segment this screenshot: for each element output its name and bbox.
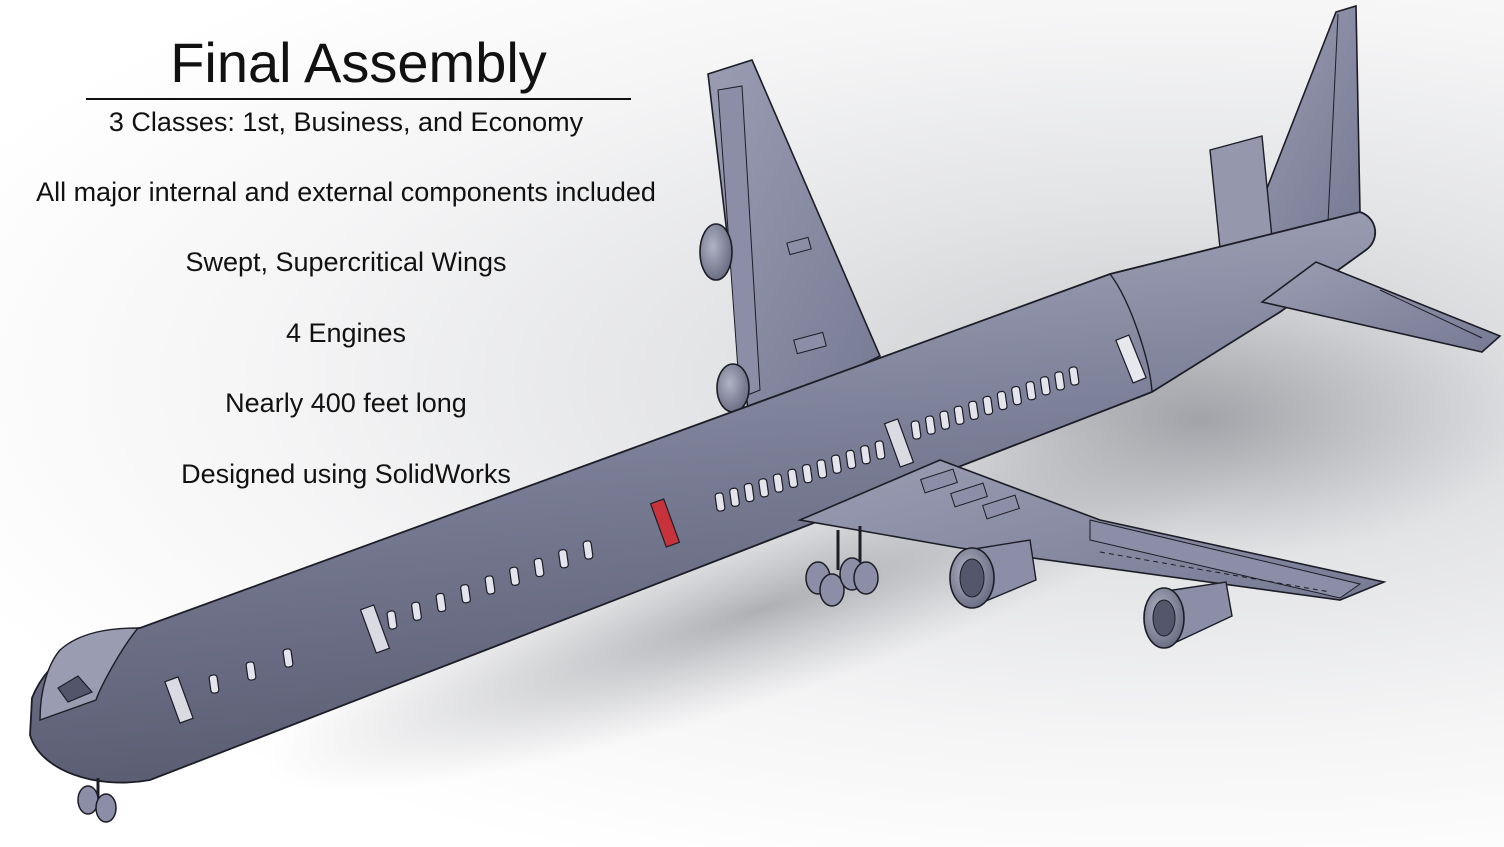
engine-icon xyxy=(699,223,733,281)
cabin-window xyxy=(830,454,842,474)
cabin-window xyxy=(558,549,569,569)
cabin-window xyxy=(533,557,545,578)
left-wing-spoiler xyxy=(786,236,812,256)
right-wing-spoiler xyxy=(920,468,958,494)
engine-intake xyxy=(959,558,985,598)
cabin-window xyxy=(860,445,871,465)
bullet-wings: Swept, Supercritical Wings xyxy=(185,247,507,277)
cabin-window xyxy=(484,575,496,595)
cabin-windows xyxy=(208,366,1080,694)
cabin-window xyxy=(411,601,422,621)
left-wing-flap xyxy=(717,85,761,399)
bullet-software: Designed using SolidWorks xyxy=(181,459,511,489)
bullet-components: All major internal and external componen… xyxy=(36,177,656,207)
cabin-window xyxy=(772,473,784,493)
cabin-window xyxy=(939,410,951,430)
horizontal-stabilizer xyxy=(1209,135,1273,249)
bullet-list: 3 Classes: 1st, Business, and Economy Al… xyxy=(0,0,700,520)
cabin-window xyxy=(1039,376,1051,396)
cabin-window xyxy=(743,482,755,503)
bullet-engines: 4 Engines xyxy=(285,318,407,348)
cabin-window xyxy=(729,487,740,507)
cabin-door xyxy=(359,604,391,654)
cabin-window xyxy=(1011,385,1022,406)
cabin-window xyxy=(801,463,813,484)
cabin-door-red xyxy=(649,498,681,548)
cabin-window xyxy=(845,449,857,470)
engine-intake xyxy=(1152,599,1176,637)
right-wing-spoiler xyxy=(982,494,1020,520)
wheel-icon xyxy=(853,561,879,595)
wheel-icon xyxy=(77,785,99,815)
cabin-window xyxy=(245,661,257,681)
cabin-door xyxy=(164,676,194,724)
horizontal-stabilizer xyxy=(1260,261,1502,353)
cabin-window xyxy=(787,468,799,489)
cabin-window xyxy=(282,648,294,668)
cabin-window xyxy=(982,395,994,416)
cabin-window xyxy=(874,440,886,460)
tail-section-joint xyxy=(1109,273,1153,393)
right-wing-spoiler xyxy=(950,482,988,508)
cabin-window xyxy=(816,459,828,479)
right-wing-flap xyxy=(1089,519,1362,599)
rudder-hinge xyxy=(1327,13,1339,223)
cabin-window xyxy=(714,492,726,512)
cabin-window xyxy=(582,540,594,560)
cabin-window xyxy=(386,610,398,630)
cabin-window xyxy=(953,405,965,425)
bullet-classes: 3 Classes: 1st, Business, and Economy xyxy=(108,107,584,137)
cabin-window xyxy=(435,592,447,613)
left-wing-spoiler xyxy=(793,331,827,355)
cabin-door xyxy=(883,418,915,468)
slide-title: Final Assembly xyxy=(86,30,631,100)
elevator-hinge xyxy=(1379,289,1483,339)
cockpit-windows xyxy=(57,675,94,703)
cabin-window xyxy=(1025,381,1037,401)
wheel-icon xyxy=(95,793,117,823)
wheel-icon xyxy=(819,573,845,607)
cabin-window xyxy=(968,400,979,421)
right-wing-dashed xyxy=(1099,551,1331,593)
cabin-window xyxy=(460,584,471,604)
cabin-window xyxy=(1068,366,1080,386)
cabin-window xyxy=(910,420,922,440)
cabin-window xyxy=(1054,371,1066,391)
cabin-window xyxy=(509,566,520,586)
bullet-length: Nearly 400 feet long xyxy=(225,388,467,418)
cabin-window xyxy=(208,674,220,694)
cabin-window xyxy=(924,415,936,435)
cabin-window xyxy=(996,390,1008,411)
rear-door xyxy=(1115,334,1147,384)
cabin-window xyxy=(758,478,770,498)
engine-icon xyxy=(716,363,750,413)
